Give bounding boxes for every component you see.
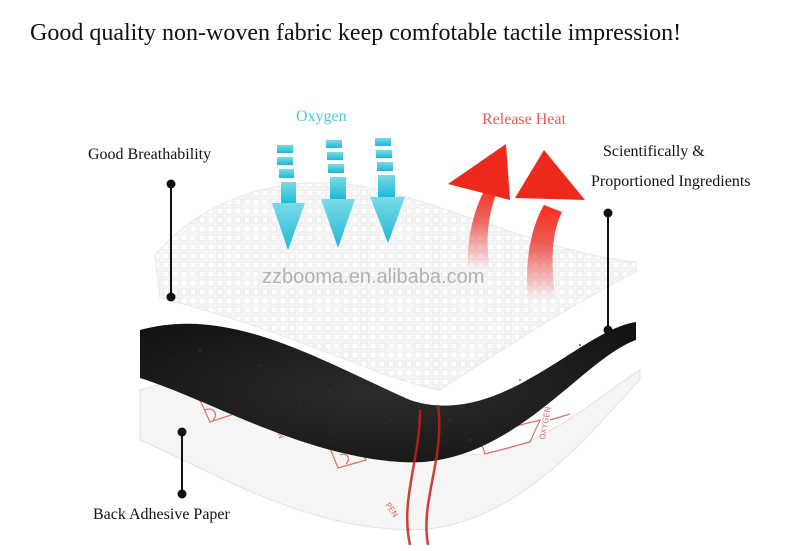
- oxygen-arrow-icon: [370, 138, 405, 243]
- black-felt-layer: [140, 322, 636, 463]
- heat-arrows: [448, 144, 585, 300]
- heat-arrow-icon: [448, 144, 510, 270]
- oxygen-arrows: [272, 138, 405, 250]
- headline: Good quality non-woven fabric keep comfo…: [30, 20, 682, 46]
- callout-dot-icon: [603, 208, 613, 218]
- heat-trail: [406, 404, 441, 546]
- back-adhesive-paper-label: Back Adhesive Paper: [93, 506, 230, 523]
- callout-dot-icon: [177, 489, 187, 499]
- release-heat-label: Release Heat: [482, 111, 566, 128]
- non-woven-fabric-layer: [154, 182, 637, 391]
- callout-back-adhesive-paper: [177, 427, 187, 499]
- heat-arrow-icon: [515, 150, 585, 300]
- oxygen-arrow-icon: [272, 145, 305, 250]
- watermark: zzbooma.en.alibaba.com: [262, 266, 485, 288]
- proportioned-ingredients-label: Proportioned Ingredients: [591, 173, 751, 190]
- scientifically-label: Scientifically &: [603, 143, 705, 160]
- good-breathability-label: Good Breathability: [88, 146, 212, 163]
- callout-dot-icon: [603, 325, 613, 335]
- oxygen-label: Oxygen: [296, 108, 347, 125]
- callout-dot-icon: [177, 427, 187, 437]
- oxygen-arrow-icon: [321, 140, 355, 248]
- callout-good-breathability: [166, 179, 176, 302]
- callout-ingredients: [603, 208, 613, 335]
- callout-dot-icon: [166, 292, 176, 302]
- callout-dot-icon: [166, 179, 176, 189]
